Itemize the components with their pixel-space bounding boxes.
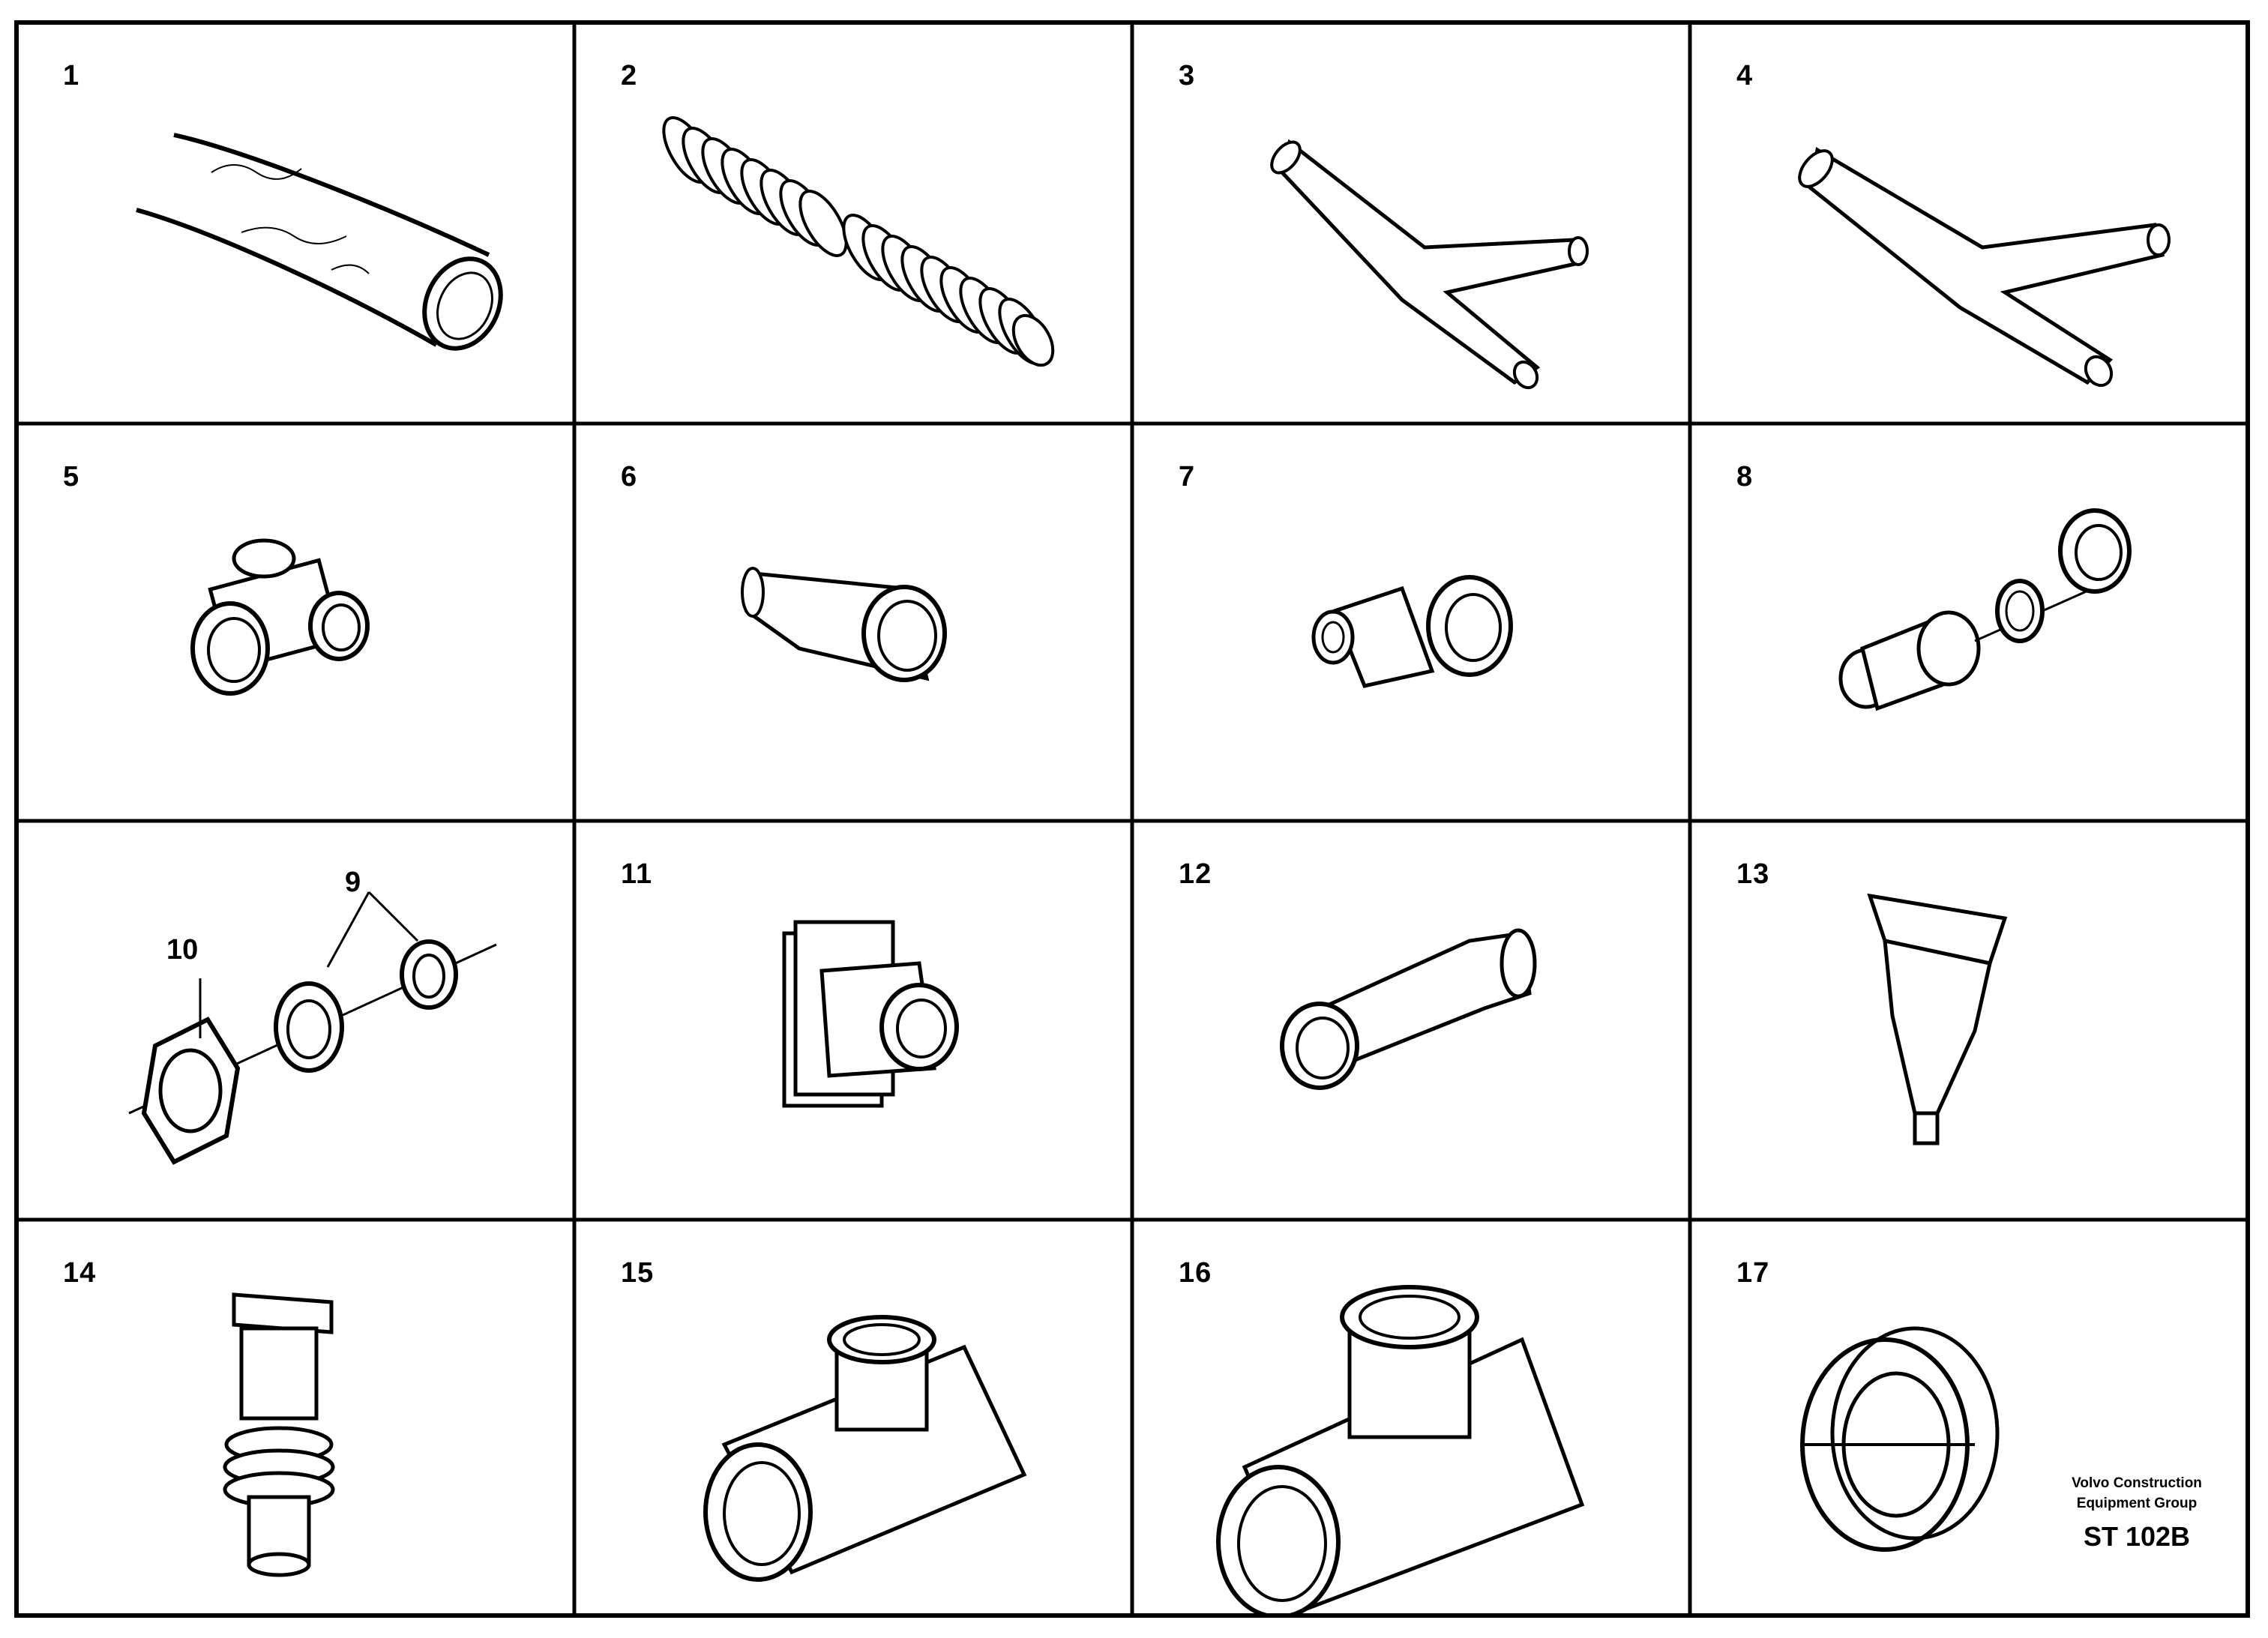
org-name-line1: Volvo Construction bbox=[2072, 1475, 2202, 1491]
part-cell-split-grommet: 17 bbox=[1690, 1220, 2248, 1616]
part-cell-funnel-clip: 13 bbox=[1690, 821, 2248, 1220]
corrugated-bellows-illustration bbox=[662, 116, 1055, 367]
part-cell-stepped-sleeve: 12 bbox=[1132, 821, 1690, 1220]
elbow-connector-illustration bbox=[1311, 575, 1513, 688]
y-branch-hose-large-illustration bbox=[1798, 147, 2171, 388]
footer-block: Volvo Construction Equipment Group ST 10… bbox=[2039, 1473, 2234, 1553]
part-number-label: 3 bbox=[1179, 60, 1196, 91]
part-number-label: 5 bbox=[63, 461, 80, 493]
clip-connector-illustration bbox=[223, 1292, 335, 1577]
part-number-label: 14 bbox=[63, 1257, 97, 1289]
callout-10: 10 bbox=[166, 934, 199, 966]
org-name-line2: Equipment Group bbox=[2076, 1496, 2198, 1511]
part-number-label: 17 bbox=[1736, 1257, 1770, 1289]
fitting-nut-set-illustration bbox=[1838, 508, 2132, 711]
part-cell-bulkhead-fitting-set bbox=[16, 821, 574, 1220]
part-cell-tee-with-clamps: 15 bbox=[574, 1220, 1132, 1616]
part-number-label: 13 bbox=[1736, 858, 1770, 890]
tee-with-clamps-large-illustration bbox=[1216, 1285, 1585, 1616]
part-number-label: 4 bbox=[1736, 60, 1754, 91]
y-branch-hose-illustration bbox=[1270, 139, 1589, 390]
grommet-plate-illustration bbox=[782, 920, 959, 1108]
part-cell-hose-tube: 1 bbox=[16, 22, 574, 424]
part-number-label: 16 bbox=[1179, 1257, 1212, 1289]
part-cell-clip-connector: 14 bbox=[16, 1220, 574, 1616]
part-cell-elbow-connector: 7 bbox=[1132, 424, 1690, 821]
part-cell-y-branch-hose-large: 4 bbox=[1690, 22, 2248, 424]
part-number-label: 7 bbox=[1179, 461, 1196, 493]
part-cell-tee-with-clamps-large: 16 bbox=[1132, 1220, 1690, 1616]
part-number-label: 15 bbox=[621, 1257, 655, 1289]
drawing-code: ST 102B bbox=[2083, 1521, 2191, 1552]
part-cell-corrugated-bellows: 2 bbox=[574, 22, 1132, 424]
bulkhead-fitting-set-illustration bbox=[128, 891, 497, 1165]
part-cell-y-branch-hose: 3 bbox=[1132, 22, 1690, 424]
part-cell-tee-connector: 5 bbox=[16, 424, 574, 821]
part-cell-fitting-nut-set: 8 bbox=[1690, 424, 2248, 821]
part-number-label: 6 bbox=[621, 461, 638, 493]
tee-connector-illustration bbox=[190, 538, 370, 696]
part-cell-grommet-plate: 11 bbox=[574, 821, 1132, 1220]
callout-9: 9 bbox=[345, 867, 361, 898]
part-cell-reducer-sleeve: 6 bbox=[574, 424, 1132, 821]
stepped-sleeve-illustration bbox=[1280, 928, 1537, 1090]
tee-with-clamps-illustration bbox=[703, 1315, 1027, 1582]
funnel-clip-illustration bbox=[1867, 893, 2008, 1145]
part-number-label: 11 bbox=[621, 858, 653, 890]
split-grommet-illustration bbox=[1800, 1326, 2000, 1552]
part-number-label: 2 bbox=[621, 60, 638, 91]
part-number-label: 12 bbox=[1179, 858, 1212, 890]
hose-tube-illustration bbox=[136, 133, 503, 351]
reducer-sleeve-illustration bbox=[741, 567, 947, 682]
part-number-label: 8 bbox=[1736, 461, 1754, 493]
part-number-label: 1 bbox=[63, 60, 80, 91]
